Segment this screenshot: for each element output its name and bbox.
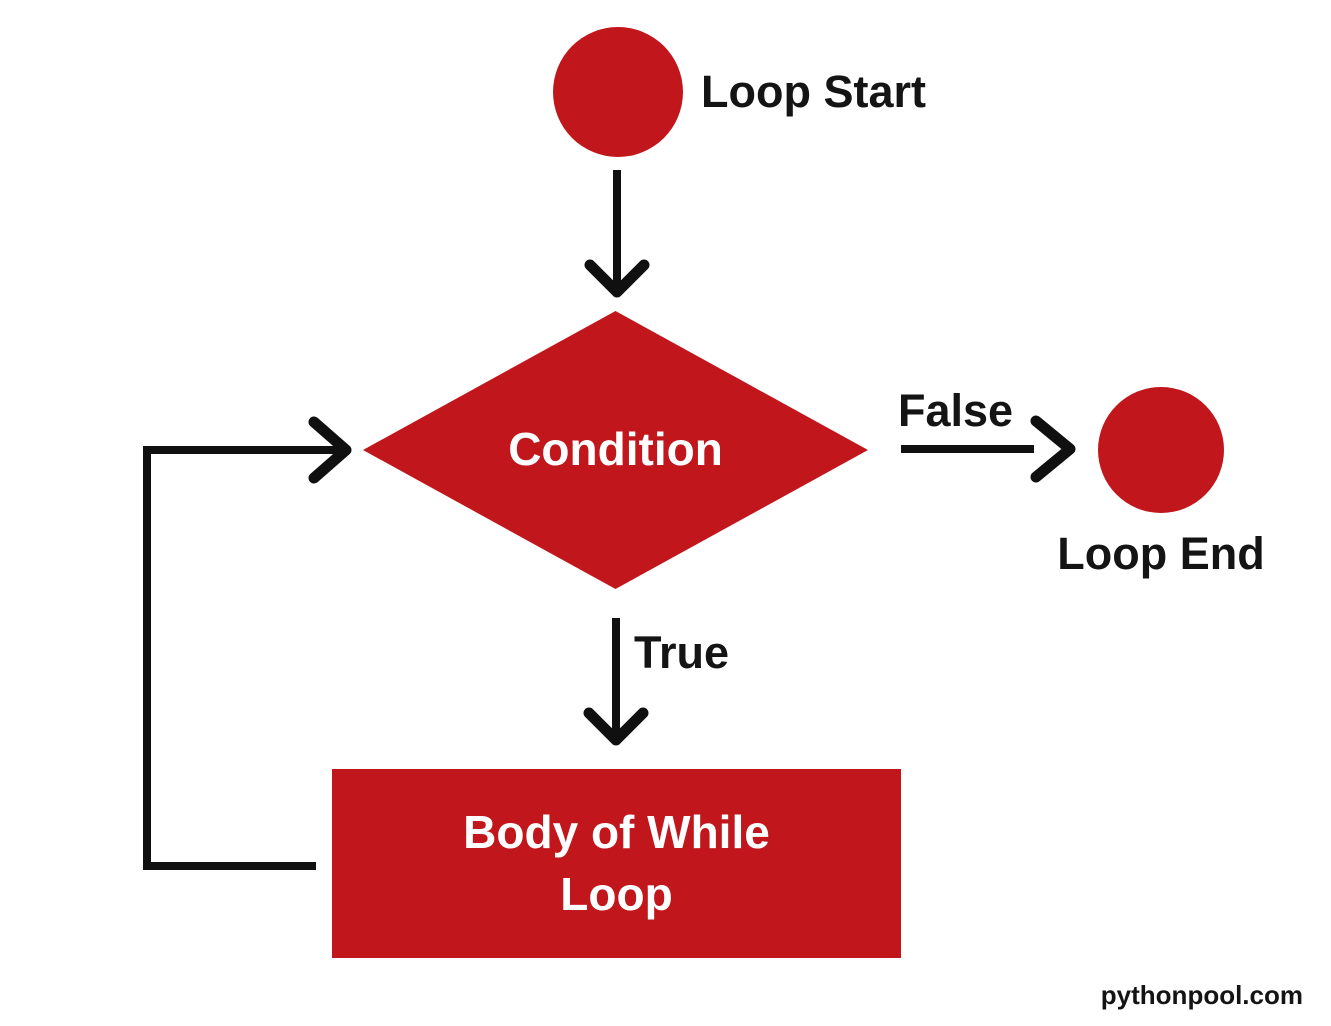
loopback-arrow-head — [308, 416, 352, 484]
watermark: pythonpool.com — [1100, 980, 1303, 1010]
condition-label: Condition — [508, 423, 723, 476]
body-label-line2: Loop — [560, 867, 673, 920]
true-arrow-head — [583, 707, 649, 746]
body-label-line1: Body of While — [463, 805, 770, 858]
body-node: Body of While Loop — [332, 769, 901, 958]
loop-end-label: Loop End — [1057, 528, 1265, 579]
loop-start-node — [553, 27, 683, 157]
loopback-line — [143, 446, 341, 870]
false-edge-label: False — [898, 385, 1014, 436]
loop-start-label: Loop Start — [701, 66, 926, 117]
false-arrow-head — [1030, 415, 1076, 483]
start-to-condition-arrow-head — [584, 259, 650, 298]
condition-node: Condition — [363, 311, 868, 589]
loop-end-node — [1098, 387, 1224, 513]
true-edge-label: True — [634, 627, 730, 678]
